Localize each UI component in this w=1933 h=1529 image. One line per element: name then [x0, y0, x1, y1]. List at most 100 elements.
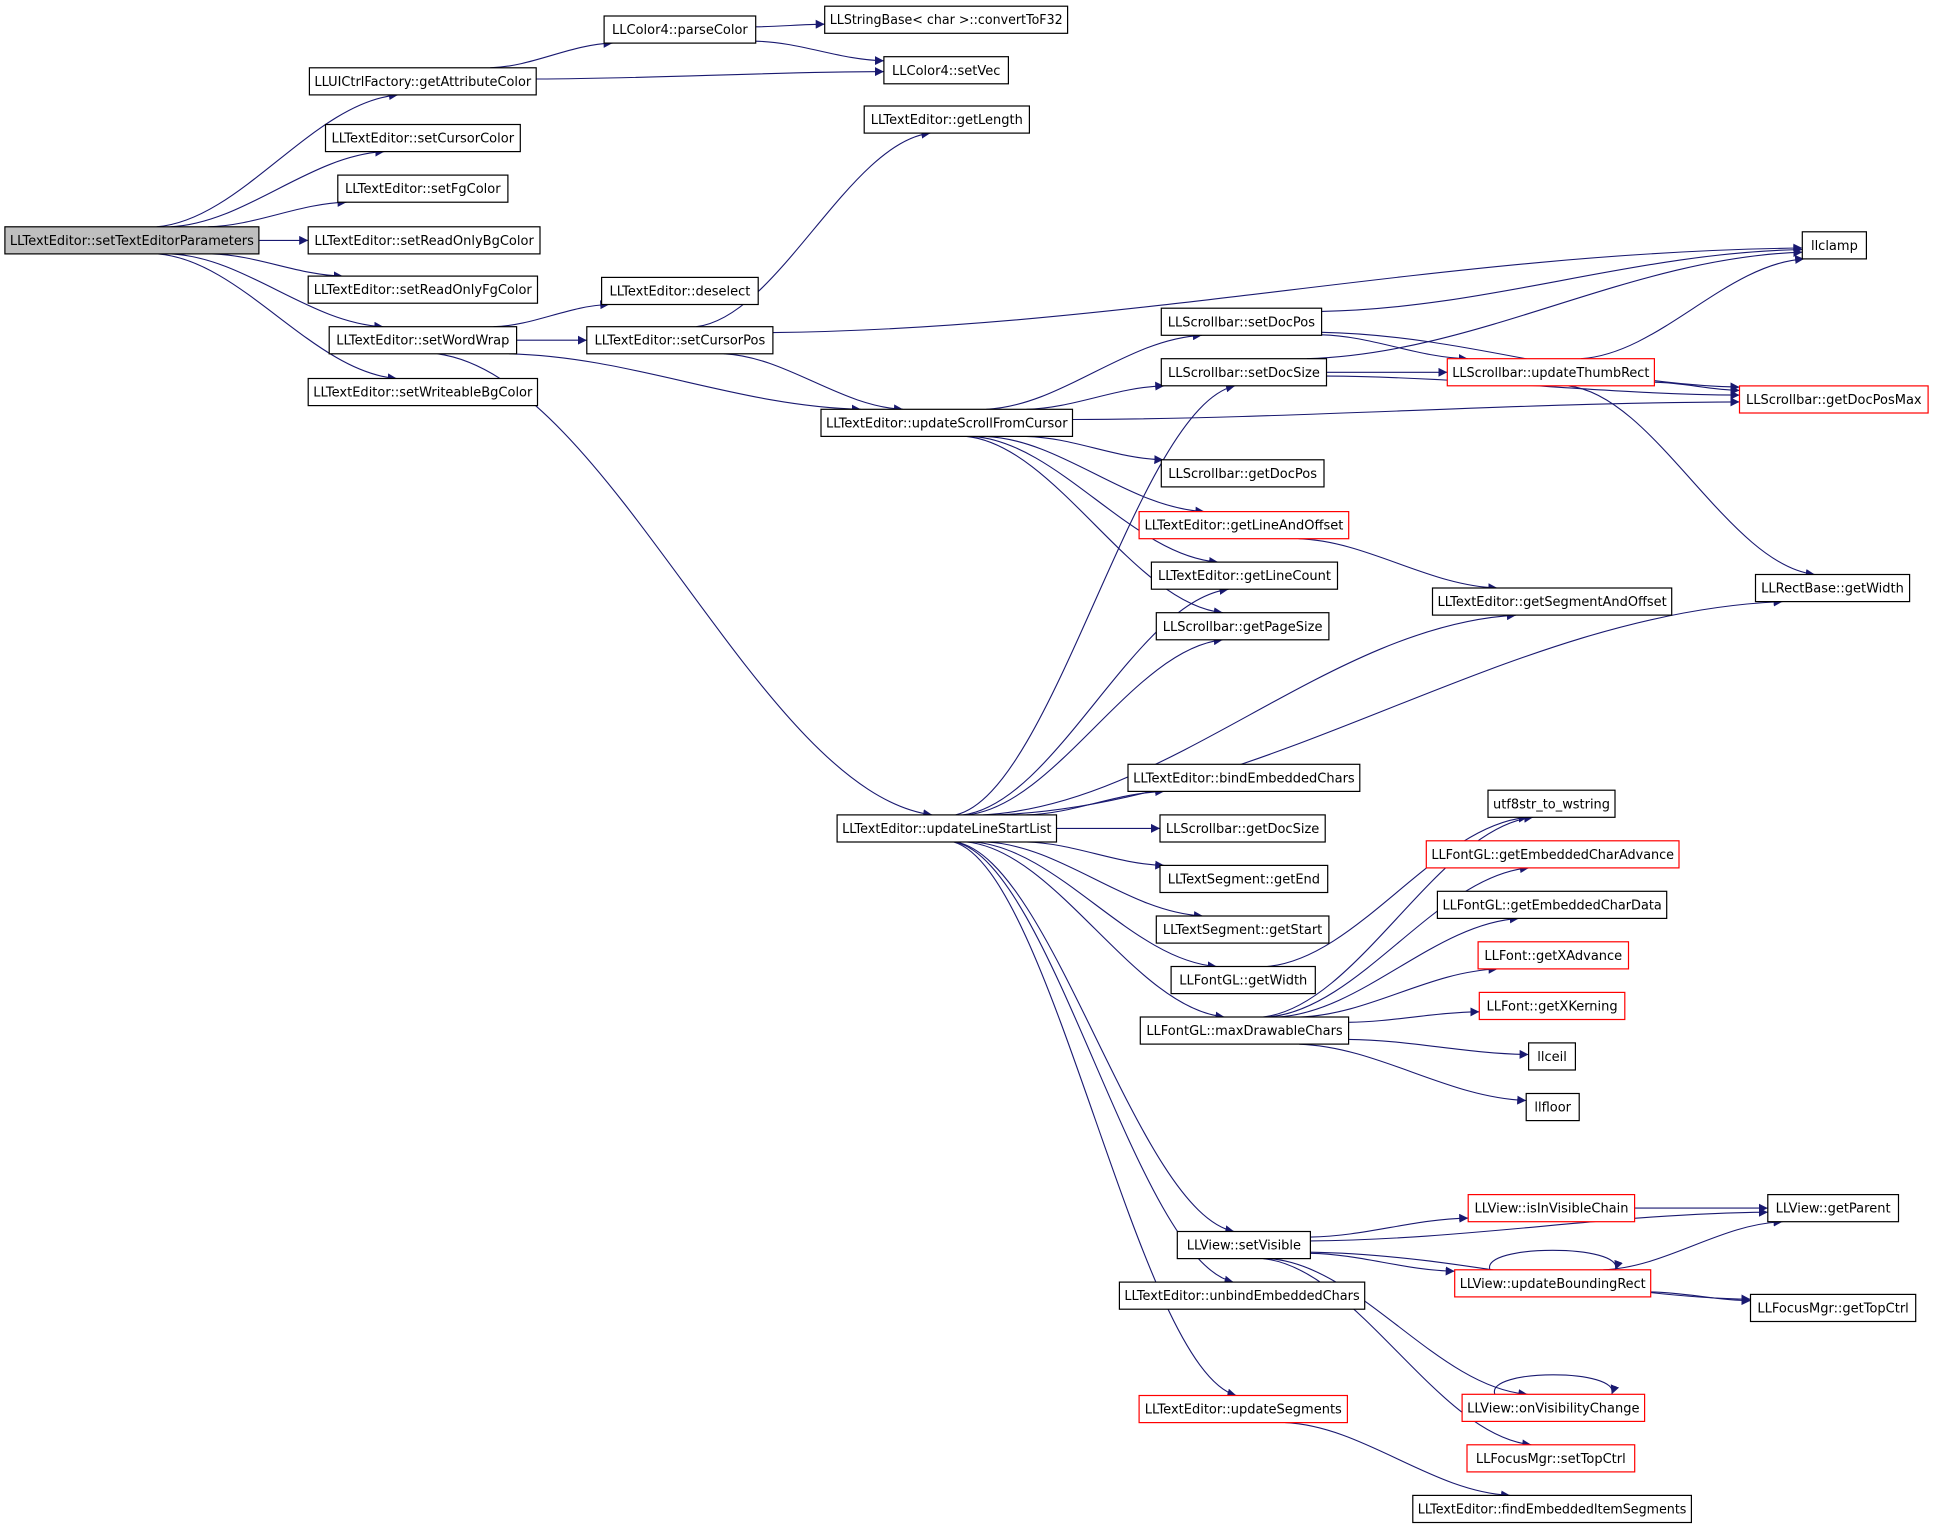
- node-box: [1478, 991, 1626, 1021]
- node-set-writeable-bg-color[interactable]: LLTextEditor::setWriteableBgColor: [307, 377, 539, 407]
- node-label: LLScrollbar::setDocSize: [1168, 366, 1320, 381]
- node-label: LLTextEditor::findEmbeddedItemSegments: [1418, 1502, 1687, 1517]
- node-get-doc-size[interactable]: LLScrollbar::getDocSize: [1159, 814, 1326, 843]
- node-update-scroll-from-cursor[interactable]: LLTextEditor::updateScrollFromCursor: [820, 408, 1074, 437]
- node-update-line-start-list[interactable]: LLTextEditor::updateLineStartList: [836, 814, 1058, 843]
- node-label: LLFontGL::getWidth: [1179, 974, 1307, 989]
- node-box: [824, 5, 1069, 34]
- node-unbind-embedded-chars[interactable]: LLTextEditor::unbindEmbeddedChars: [1118, 1281, 1366, 1310]
- edge-update-line-start-list-to-bind-embedded-chars: [1026, 787, 1165, 816]
- node-find-embedded-item-segments[interactable]: LLTextEditor::findEmbeddedItemSegments: [1412, 1494, 1693, 1524]
- node-update-segments[interactable]: LLTextEditor::updateSegments: [1138, 1394, 1348, 1424]
- node-set-text-editor-parameters[interactable]: LLTextEditor::setTextEditorParameters: [4, 226, 260, 255]
- edge-update-thumb-rect-to-get-doc-pos-max: [1654, 381, 1740, 395]
- node-box: [1160, 358, 1328, 387]
- node-label: LLView::getParent: [1776, 1202, 1891, 1217]
- node-llclamp[interactable]: llclamp: [1801, 231, 1868, 260]
- node-set-word-wrap[interactable]: LLTextEditor::setWordWrap: [328, 326, 518, 355]
- edge-max-drawable-chars-to-get-embedded-char-data: [1277, 914, 1519, 1018]
- node-box: [603, 15, 757, 44]
- node-get-line-and-offset[interactable]: LLTextEditor::getLineAndOffset: [1138, 511, 1350, 540]
- edge-set-cursor-pos-to-update-scroll-from-cursor: [723, 353, 904, 414]
- node-is-in-visible-chain[interactable]: LLView::isInVisibleChain: [1467, 1193, 1636, 1223]
- node-font-get-width[interactable]: LLFontGL::getWidth: [1170, 965, 1316, 995]
- node-label: LLTextSegment::getEnd: [1168, 873, 1320, 888]
- node-set-read-only-bg-color[interactable]: LLTextEditor::setReadOnlyBgColor: [307, 226, 541, 255]
- node-llfloor[interactable]: llfloor: [1525, 1092, 1580, 1122]
- edge-get-attribute-color-to-parse-color: [490, 38, 613, 69]
- node-label: LLScrollbar::getDocPos: [1168, 467, 1317, 482]
- edge-update-thumb-rect-to-rect-get-width: [1568, 385, 1815, 578]
- node-bind-embedded-chars[interactable]: LLTextEditor::bindEmbeddedChars: [1127, 763, 1361, 792]
- node-box: [1749, 1293, 1917, 1323]
- node-set-visible[interactable]: LLView::setVisible: [1176, 1230, 1312, 1260]
- node-set-vec[interactable]: LLColor4::setVec: [883, 56, 1010, 85]
- node-deselect[interactable]: LLTextEditor::deselect: [600, 276, 759, 306]
- node-llceil[interactable]: llceil: [1527, 1042, 1576, 1071]
- node-box: [308, 67, 537, 96]
- node-box: [1467, 1193, 1636, 1223]
- edge-update-line-start-list-to-get-page-size: [966, 636, 1223, 816]
- node-get-end[interactable]: LLTextSegment::getEnd: [1159, 864, 1329, 894]
- node-label: LLTextEditor::getLineCount: [1158, 569, 1331, 584]
- node-get-attribute-color[interactable]: LLUICtrlFactory::getAttributeColor: [308, 67, 537, 96]
- node-get-embedded-char-data[interactable]: LLFontGL::getEmbeddedCharData: [1436, 890, 1668, 919]
- edge-set-doc-pos-to-llclamp: [1321, 245, 1803, 312]
- edge-max-drawable-chars-to-get-xkerning: [1348, 1007, 1480, 1023]
- node-convert-to-f32[interactable]: LLStringBase< char >::convertToF32: [824, 5, 1069, 34]
- node-set-fg-color[interactable]: LLTextEditor::setFgColor: [337, 174, 509, 203]
- node-set-doc-pos[interactable]: LLScrollbar::setDocPos: [1160, 307, 1323, 336]
- node-box: [1461, 1393, 1646, 1423]
- node-set-cursor-pos[interactable]: LLTextEditor::setCursorPos: [586, 326, 774, 355]
- node-update-bounding-rect[interactable]: LLView::updateBoundingRect: [1454, 1269, 1652, 1298]
- edge-update-scroll-from-cursor-to-get-line-and-offset: [986, 435, 1205, 516]
- edge-set-doc-size-to-llclamp: [1306, 247, 1803, 360]
- node-on-visibility-change[interactable]: LLView::onVisibilityChange: [1461, 1393, 1646, 1423]
- edge-set-visible-to-update-bounding-rect: [1310, 1252, 1455, 1276]
- node-box: [1159, 814, 1326, 843]
- node-set-doc-size[interactable]: LLScrollbar::setDocSize: [1160, 358, 1328, 387]
- node-update-thumb-rect[interactable]: LLScrollbar::updateThumbRect: [1446, 358, 1656, 387]
- node-get-doc-pos-max[interactable]: LLScrollbar::getDocPosMax: [1738, 385, 1929, 414]
- edge-max-drawable-chars-to-utf8str: [1262, 813, 1534, 1018]
- node-get-xkerning[interactable]: LLFont::getXKerning: [1478, 991, 1626, 1021]
- node-box: [1155, 612, 1330, 641]
- node-get-line-count[interactable]: LLTextEditor::getLineCount: [1150, 561, 1339, 590]
- node-get-segment-and-offset[interactable]: LLTextEditor::getSegmentAndOffset: [1431, 587, 1673, 616]
- node-get-xadvance[interactable]: LLFont::getXAdvance: [1477, 941, 1630, 970]
- node-parse-color[interactable]: LLColor4::parseColor: [603, 15, 757, 44]
- node-label: LLTextEditor::updateLineStartList: [842, 822, 1051, 837]
- node-label: LLScrollbar::getDocSize: [1166, 822, 1319, 837]
- node-box: [1738, 385, 1929, 414]
- node-label: LLScrollbar::getDocPosMax: [1746, 393, 1922, 408]
- node-set-read-only-fg-color[interactable]: LLTextEditor::setReadOnlyFgColor: [307, 275, 539, 304]
- node-get-length[interactable]: LLTextEditor::getLength: [863, 105, 1031, 134]
- node-label: LLTextEditor::setFgColor: [345, 182, 501, 197]
- node-get-start[interactable]: LLTextSegment::getStart: [1155, 915, 1330, 944]
- node-get-parent[interactable]: LLView::getParent: [1767, 1193, 1900, 1223]
- node-max-drawable-chars[interactable]: LLFontGL::maxDrawableChars: [1139, 1016, 1350, 1045]
- node-box: [820, 408, 1074, 437]
- node-get-top-ctrl[interactable]: LLFocusMgr::getTopCtrl: [1749, 1293, 1917, 1323]
- edge-update-line-start-list-to-max-drawable-chars: [966, 841, 1225, 1021]
- node-utf8str[interactable]: utf8str_to_wstring: [1487, 789, 1616, 818]
- node-set-top-ctrl[interactable]: LLFocusMgr::setTopCtrl: [1466, 1444, 1636, 1473]
- edge-update-line-start-list-to-font-get-width: [973, 841, 1217, 971]
- node-get-page-size[interactable]: LLScrollbar::getPageSize: [1155, 612, 1330, 641]
- node-get-doc-pos[interactable]: LLScrollbar::getDocPos: [1160, 459, 1325, 488]
- node-box: [328, 326, 518, 355]
- node-box: [1170, 965, 1316, 995]
- edge-set-text-editor-parameters-to-set-word-wrap: [171, 253, 384, 331]
- node-get-embedded-char-advance[interactable]: LLFontGL::getEmbeddedCharAdvance: [1425, 840, 1680, 869]
- node-box: [1127, 763, 1361, 792]
- edge-update-scroll-from-cursor-to-set-doc-size: [1026, 381, 1165, 410]
- node-box: [1436, 890, 1668, 919]
- edge-update-line-start-list-to-get-end: [1026, 841, 1165, 870]
- node-rect-get-width[interactable]: LLRectBase::getWidth: [1754, 573, 1911, 603]
- edge-max-drawable-chars-to-get-embedded-char-advance: [1268, 864, 1530, 1018]
- edge-on-visibility-change-to-on-visibility-change: [1494, 1374, 1620, 1395]
- node-box: [1412, 1494, 1693, 1524]
- edge-get-attribute-color-to-set-vec: [536, 67, 884, 80]
- node-set-cursor-color[interactable]: LLTextEditor::setCursorColor: [324, 123, 521, 153]
